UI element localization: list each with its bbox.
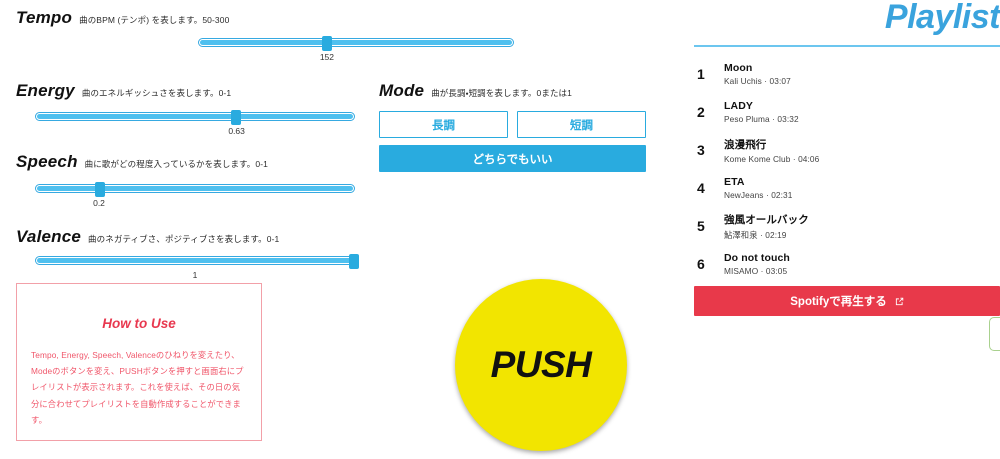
- list-item[interactable]: 2 LADY Peso Pluma · 03:32: [694, 93, 1000, 131]
- spotify-play-label: Spotifyで再生する: [790, 296, 887, 308]
- energy-slider-thumb[interactable]: [231, 110, 242, 125]
- track-info: 強風オールバック 鮎澤和泉 · 02:19: [724, 212, 809, 241]
- playlist-title: Playlist: [884, 0, 1000, 36]
- track-meta: MISAMO · 03:05: [724, 266, 788, 276]
- playlist-track-list: 1 Moon Kali Uchis · 03:07 2 LADY Peso Pl…: [694, 55, 1000, 283]
- tempo-label-group: Tempo 曲のBPM (テンポ) を表します。50-300: [16, 8, 229, 28]
- push-button-label: PUSH: [490, 344, 592, 385]
- valence-title: Valence: [16, 227, 82, 246]
- track-name: 強風オールバック: [724, 213, 809, 226]
- controls-panel: Tempo 曲のBPM (テンポ) を表します。50-300 152 Energ…: [16, 8, 646, 451]
- how-to-use-box: How to Use Tempo, Energy, Speech, Valenc…: [16, 283, 262, 441]
- external-link-icon: [895, 297, 904, 306]
- track-number: 5: [697, 218, 705, 234]
- track-name: 浪漫飛行: [724, 138, 767, 151]
- energy-label-group: Energy 曲のエネルギッシュさを表します。0-1: [16, 81, 231, 101]
- track-info: 浪漫飛行 Kome Kome Club · 04:06: [724, 137, 819, 164]
- track-name: LADY: [724, 100, 753, 112]
- tempo-slider[interactable]: 152: [198, 36, 514, 62]
- tempo-description: 曲のBPM (テンポ) を表します。50-300: [79, 15, 230, 25]
- mode-button-group: 長調 短調: [379, 111, 646, 138]
- energy-value: 0.63: [228, 126, 245, 136]
- list-item[interactable]: 3 浪漫飛行 Kome Kome Club · 04:06: [694, 131, 1000, 169]
- valence-description: 曲のネガティブさ、ポジティブさを表します。0-1: [88, 234, 280, 244]
- track-meta: Peso Pluma · 03:32: [724, 114, 799, 124]
- mode-any-group: どちらでもいい: [379, 145, 646, 172]
- list-item[interactable]: 6 Do not touch MISAMO · 03:05: [694, 245, 1000, 283]
- playlist-divider: [694, 45, 1000, 47]
- energy-slider-fill: [37, 114, 353, 119]
- mode-button-any[interactable]: どちらでもいい: [379, 145, 646, 172]
- track-meta: Kali Uchis · 03:07: [724, 76, 791, 86]
- list-item[interactable]: 1 Moon Kali Uchis · 03:07: [694, 55, 1000, 93]
- tempo-slider-track[interactable]: [198, 36, 514, 51]
- track-number: 6: [697, 256, 705, 272]
- mode-button-minor[interactable]: 短調: [517, 111, 646, 138]
- mode-button-major[interactable]: 長調: [379, 111, 508, 138]
- spotify-play-button[interactable]: Spotifyで再生する: [694, 286, 1000, 316]
- how-to-use-title: How to Use: [102, 316, 176, 331]
- valence-slider-track[interactable]: [35, 254, 359, 269]
- playlist-panel: Playlist 1 Moon Kali Uchis · 03:07 2 LAD…: [694, 0, 1000, 459]
- track-info: Moon Kali Uchis · 03:07: [724, 62, 791, 86]
- track-info: LADY Peso Pluma · 03:32: [724, 100, 799, 124]
- track-meta: Kome Kome Club · 04:06: [724, 153, 820, 164]
- track-name: ETA: [724, 176, 745, 188]
- track-meta: 鮎澤和泉 · 02:19: [724, 229, 787, 240]
- track-number: 2: [697, 104, 705, 120]
- speech-slider[interactable]: 0.2: [35, 182, 355, 208]
- speech-description: 曲に歌がどの程度入っているかを表します。0-1: [84, 159, 268, 169]
- speech-slider-thumb[interactable]: [94, 182, 105, 197]
- valence-slider-thumb[interactable]: [349, 254, 359, 269]
- tempo-value: 152: [319, 52, 335, 62]
- valence-slider[interactable]: 1: [35, 254, 359, 280]
- list-item[interactable]: 5 強風オールバック 鮎澤和泉 · 02:19: [694, 207, 1000, 245]
- tempo-title: Tempo: [16, 8, 73, 27]
- list-item[interactable]: 4 ETA NewJeans · 02:31: [694, 169, 1000, 207]
- speech-slider-track[interactable]: [35, 182, 355, 197]
- valence-value: 1: [192, 270, 198, 280]
- speech-slider-fill: [37, 186, 353, 191]
- track-number: 4: [697, 180, 705, 196]
- track-meta: NewJeans · 02:31: [724, 190, 793, 200]
- energy-title: Energy: [16, 81, 75, 100]
- valence-label-group: Valence 曲のネガティブさ、ポジティブさを表します。0-1: [16, 227, 279, 247]
- speech-label-group: Speech 曲に歌がどの程度入っているかを表します。0-1: [16, 152, 268, 172]
- energy-description: 曲のエネルギッシュさを表します。0-1: [81, 88, 232, 98]
- speech-title: Speech: [16, 152, 78, 171]
- push-button[interactable]: PUSH: [455, 279, 627, 451]
- track-number: 1: [697, 66, 705, 82]
- track-info: Do not touch MISAMO · 03:05: [724, 252, 790, 276]
- track-info: ETA NewJeans · 02:31: [724, 176, 792, 200]
- energy-slider[interactable]: 0.63: [35, 110, 355, 136]
- tempo-slider-fill: [200, 40, 512, 45]
- speech-value: 0.2: [93, 198, 105, 208]
- energy-slider-track[interactable]: [35, 110, 355, 125]
- mode-title: Mode: [379, 81, 425, 100]
- tempo-slider-thumb[interactable]: [322, 36, 333, 51]
- track-number: 3: [697, 142, 705, 158]
- track-name: Moon: [724, 62, 753, 74]
- valence-slider-fill: [37, 258, 353, 263]
- mode-label-group: Mode 曲が長調・短調を表します。0または1: [379, 81, 572, 101]
- track-name: Do not touch: [724, 252, 790, 264]
- edge-green-box: [989, 317, 1000, 351]
- how-to-use-body: Tempo, Energy, Speech, Valenceのひねりを変えたり、…: [31, 350, 244, 425]
- mode-description: 曲が長調・短調を表します。0または1: [431, 88, 572, 98]
